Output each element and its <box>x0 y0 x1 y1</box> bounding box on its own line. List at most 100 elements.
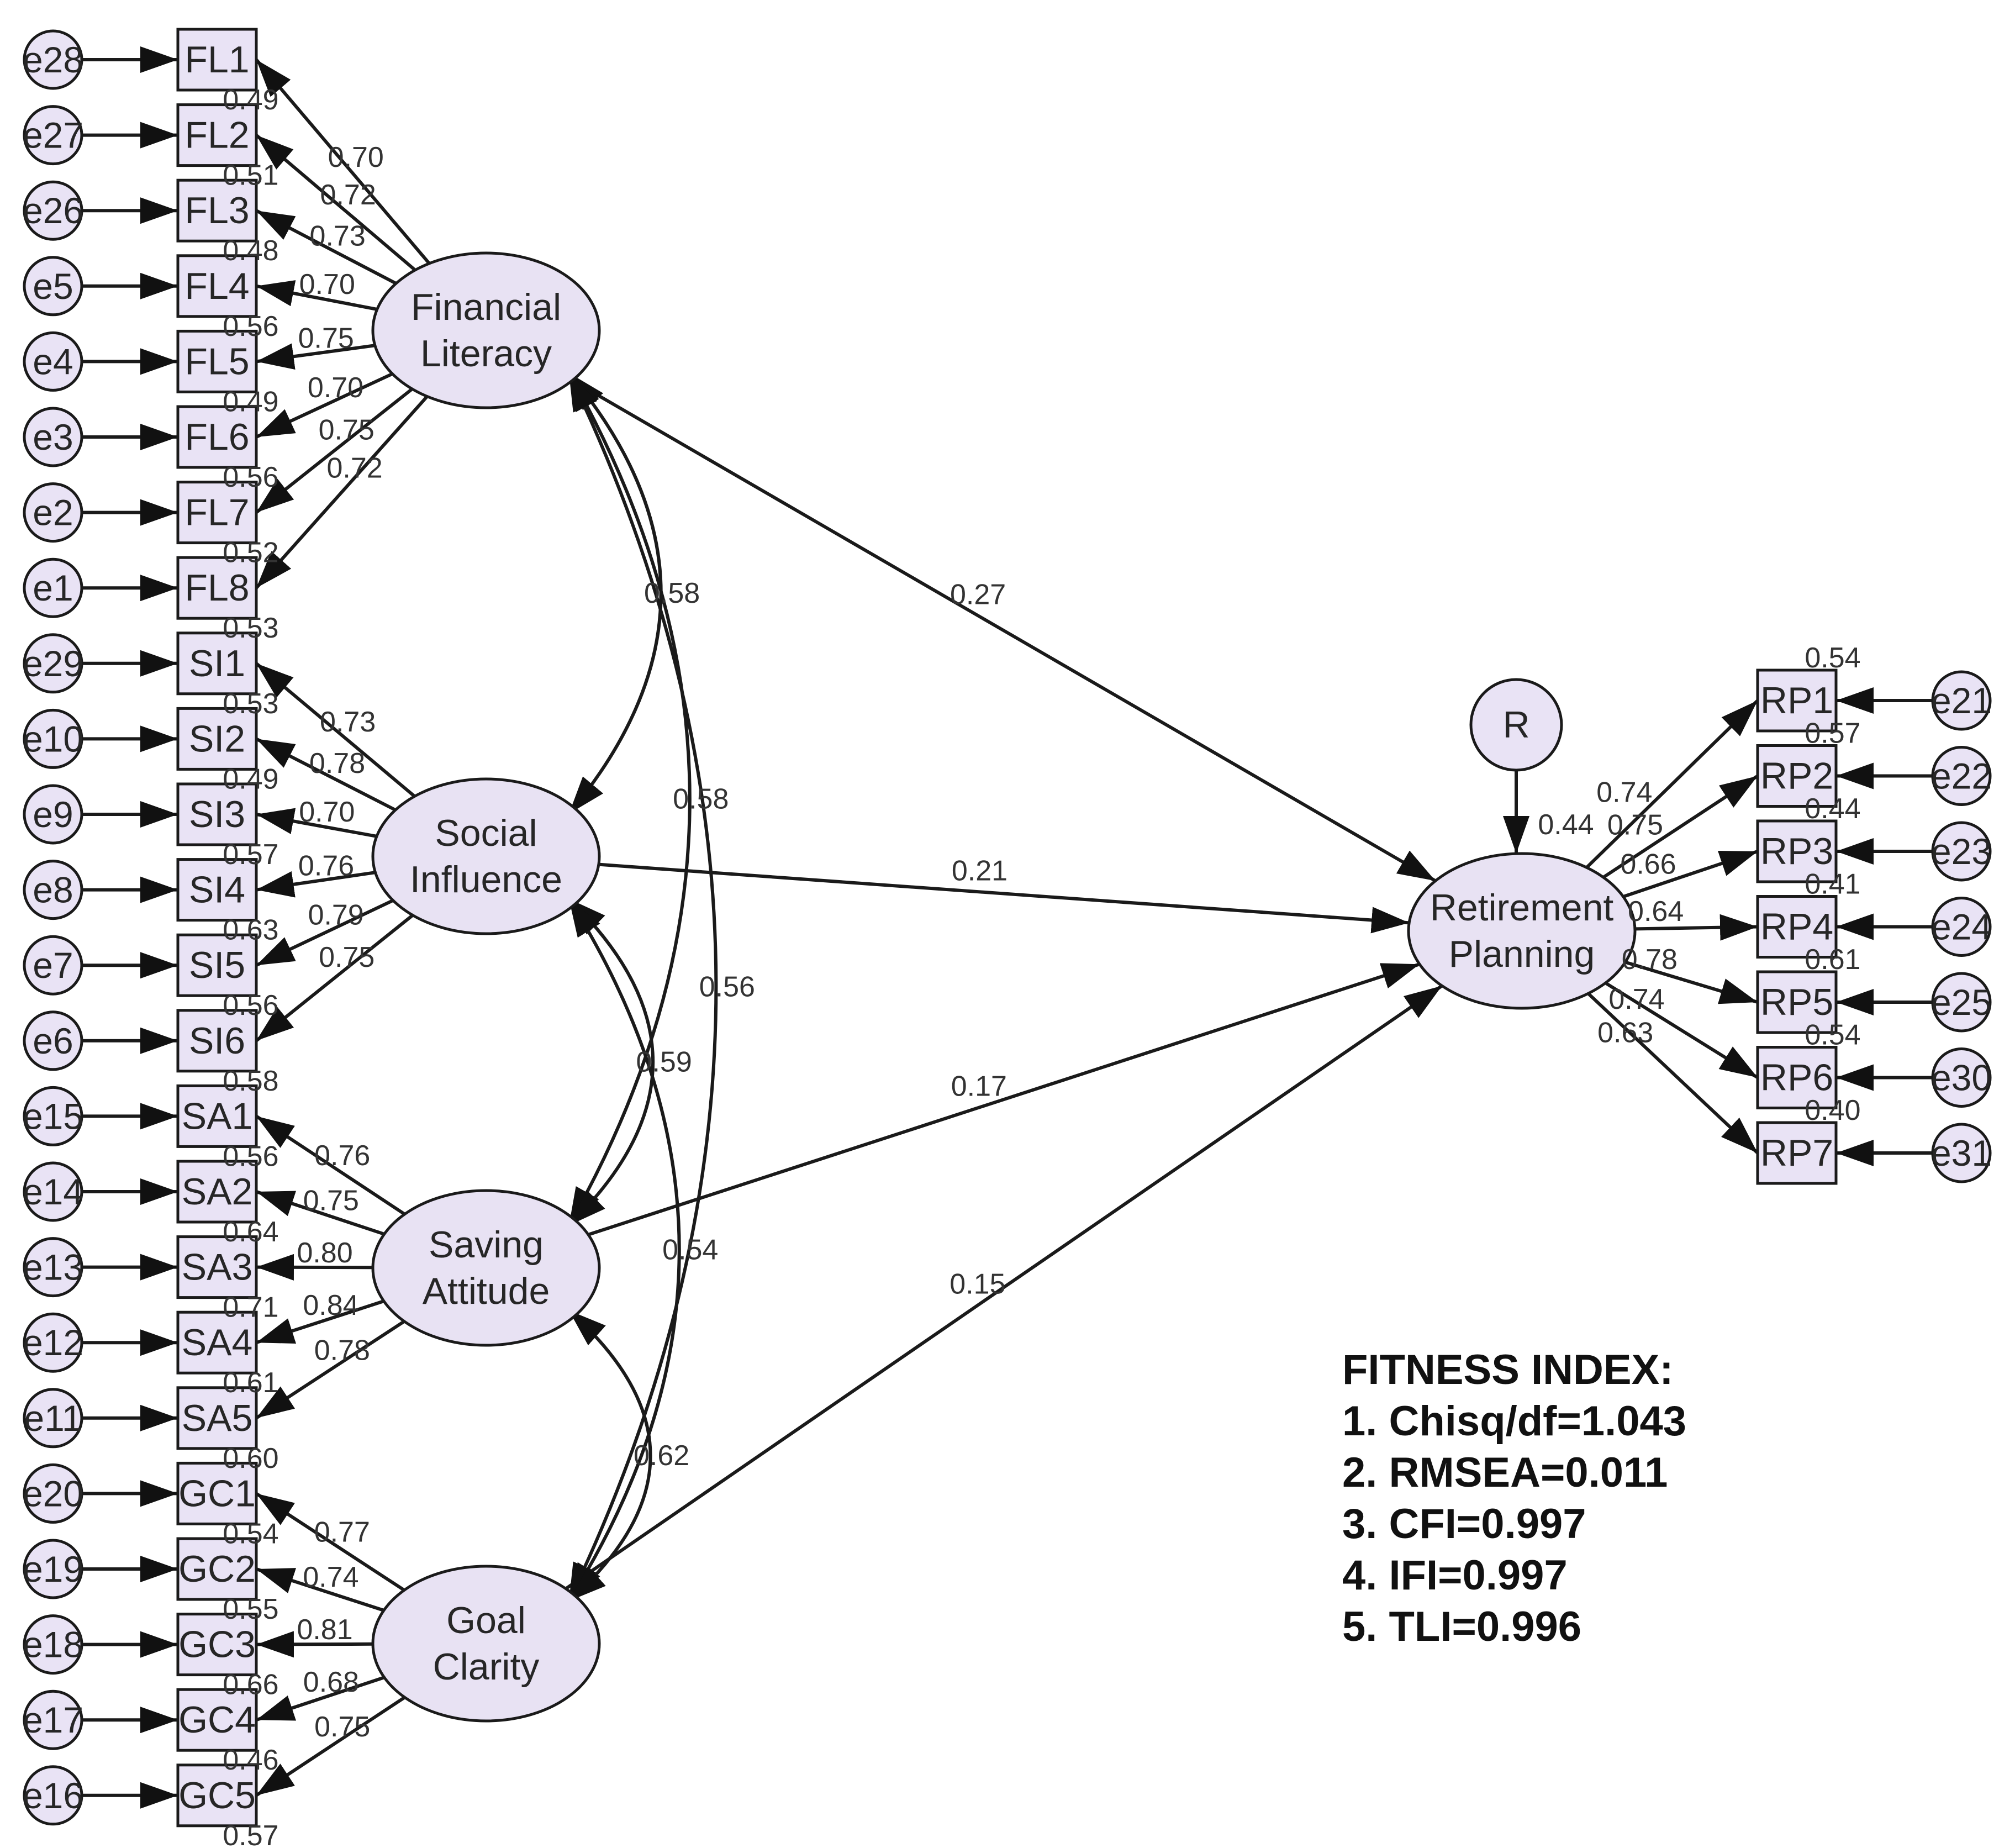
indicator-box-gc2 <box>176 1537 258 1601</box>
error-circle-e12 <box>23 1312 83 1373</box>
residual-r2-label: 0.44 <box>1538 809 1594 841</box>
indicator-box-sa1 <box>176 1084 258 1148</box>
correlation-path-fl-sa <box>567 372 692 1226</box>
error-label-e14: e14 <box>23 1171 83 1212</box>
loading-path-gc3 <box>256 1631 373 1658</box>
error-label-e12: e12 <box>23 1322 83 1363</box>
indicator-box-si2 <box>176 707 258 771</box>
indicator-label-fl5: FL5 <box>184 340 249 382</box>
indicator-label-sa4: SA4 <box>182 1321 253 1363</box>
loading-label-rp5: 0.78 <box>1622 944 1678 976</box>
indicator-box-gc3 <box>176 1613 258 1677</box>
error-label-e6: e6 <box>33 1020 73 1061</box>
indicator-box-sa3 <box>176 1235 258 1299</box>
loading-label-fl6: 0.70 <box>308 372 363 404</box>
loading-label-fl3: 0.73 <box>310 220 366 252</box>
fitness-line-ifi: 4. IFI=0.997 <box>1342 1552 1568 1599</box>
latent-label-gc-line1: Goal <box>446 1599 526 1641</box>
r2-label-sa2: 0.64 <box>223 1216 278 1248</box>
error-label-e22: e22 <box>1931 756 1992 797</box>
error-label-e2: e2 <box>33 492 73 533</box>
loading-label-gc2: 0.74 <box>303 1561 358 1593</box>
latent-label-sa-line1: Saving <box>429 1224 544 1266</box>
loading-label-si4: 0.76 <box>298 850 354 882</box>
r2-label-si6: 0.58 <box>223 1065 278 1097</box>
error-label-e8: e8 <box>33 870 73 910</box>
loading-path-gc5 <box>255 1696 406 1797</box>
error-label-e3: e3 <box>33 417 73 457</box>
loading-path-rp1 <box>1585 699 1759 869</box>
structural-label-sa-rp: 0.17 <box>951 1071 1007 1103</box>
error-circle-e31 <box>1931 1123 1992 1183</box>
latent-label-sa-line2: Attitude <box>423 1270 550 1312</box>
error-label-e30: e30 <box>1931 1057 1992 1098</box>
indicator-box-sa4 <box>176 1310 258 1375</box>
loading-label-fl1: 0.70 <box>328 141 384 173</box>
structural-label-fl-rp: 0.27 <box>950 578 1006 610</box>
loading-label-sa2: 0.75 <box>303 1184 359 1217</box>
latent-gc <box>371 1565 601 1723</box>
loading-label-gc5: 0.75 <box>314 1711 370 1743</box>
loading-path-sa5 <box>255 1320 405 1420</box>
correlation-label-fl-si: 0.58 <box>644 577 700 609</box>
indicator-box-fl1 <box>176 28 258 92</box>
r2-label-gc5: 0.57 <box>223 1820 278 1848</box>
indicator-label-gc4: GC4 <box>178 1699 256 1741</box>
indicator-label-fl8: FL8 <box>184 567 249 609</box>
loading-path-si3 <box>256 808 377 838</box>
error-circle-e8 <box>23 860 83 920</box>
indicator-label-gc2: GC2 <box>178 1548 256 1590</box>
indicator-box-gc5 <box>176 1763 258 1828</box>
error-label-e31: e31 <box>1931 1133 1992 1173</box>
error-circle-e21 <box>1931 670 1992 731</box>
loading-label-gc3: 0.81 <box>297 1614 352 1646</box>
r2-label-sa3: 0.71 <box>223 1292 278 1324</box>
error-circle-e30 <box>1931 1047 1992 1108</box>
latent-si <box>371 777 601 935</box>
indicator-box-sa5 <box>176 1386 258 1450</box>
r2-label-sa5: 0.60 <box>223 1442 278 1475</box>
indicator-box-fl7 <box>176 481 258 545</box>
loading-label-si1: 0.73 <box>320 706 376 738</box>
indicator-box-si3 <box>176 782 258 846</box>
r2-label-sa1: 0.56 <box>223 1140 278 1172</box>
indicator-label-fl2: FL2 <box>184 114 249 156</box>
loading-path-gc4 <box>256 1676 385 1722</box>
indicator-label-sa2: SA2 <box>182 1171 253 1213</box>
indicator-box-fl8 <box>176 556 258 620</box>
error-label-e27: e27 <box>23 115 83 156</box>
error-circle-e26 <box>23 180 83 241</box>
indicator-box-fl6 <box>176 405 258 469</box>
error-label-e17: e17 <box>23 1699 83 1740</box>
loading-label-si6: 0.75 <box>319 941 374 973</box>
loading-path-fl1 <box>255 59 431 265</box>
r2-label-si1: 0.53 <box>223 688 278 720</box>
loading-label-rp1: 0.74 <box>1596 776 1652 808</box>
correlation-label-sa-gc: 0.62 <box>634 1440 689 1472</box>
loading-path-gc2 <box>256 1567 384 1612</box>
structural-label-gc-rp: 0.15 <box>950 1268 1005 1301</box>
indicator-label-si3: SI3 <box>189 793 245 835</box>
loading-path-si1 <box>255 662 416 798</box>
r2-label-rp1: 0.54 <box>1805 642 1860 674</box>
indicator-box-sa2 <box>176 1160 258 1224</box>
r2-label-fl6: 0.56 <box>223 461 278 493</box>
loading-path-fl5 <box>256 343 376 370</box>
error-circle-e14 <box>23 1161 83 1222</box>
r2-label-rp7: 0.40 <box>1805 1094 1860 1126</box>
correlation-label-si-sa: 0.59 <box>636 1046 692 1078</box>
latent-label-rp-line2: Planning <box>1449 933 1595 975</box>
latent-label-gc-line2: Clarity <box>433 1646 540 1688</box>
indicator-box-rp3 <box>1756 819 1838 883</box>
r2-label-fl3: 0.48 <box>223 235 278 267</box>
loading-label-rp2: 0.75 <box>1607 809 1663 841</box>
indicator-box-rp2 <box>1756 744 1838 808</box>
error-circle-e28 <box>23 29 83 90</box>
fitness-index-box: FITNESS INDEX: 1. Chisq/df=1.043 2. RMSE… <box>1342 1346 1686 1650</box>
indicator-box-fl4 <box>176 254 258 318</box>
loading-path-fl8 <box>255 395 429 589</box>
error-circle-e13 <box>23 1237 83 1298</box>
r2-label-rp4: 0.41 <box>1805 868 1860 901</box>
loading-label-rp7: 0.63 <box>1597 1017 1653 1049</box>
